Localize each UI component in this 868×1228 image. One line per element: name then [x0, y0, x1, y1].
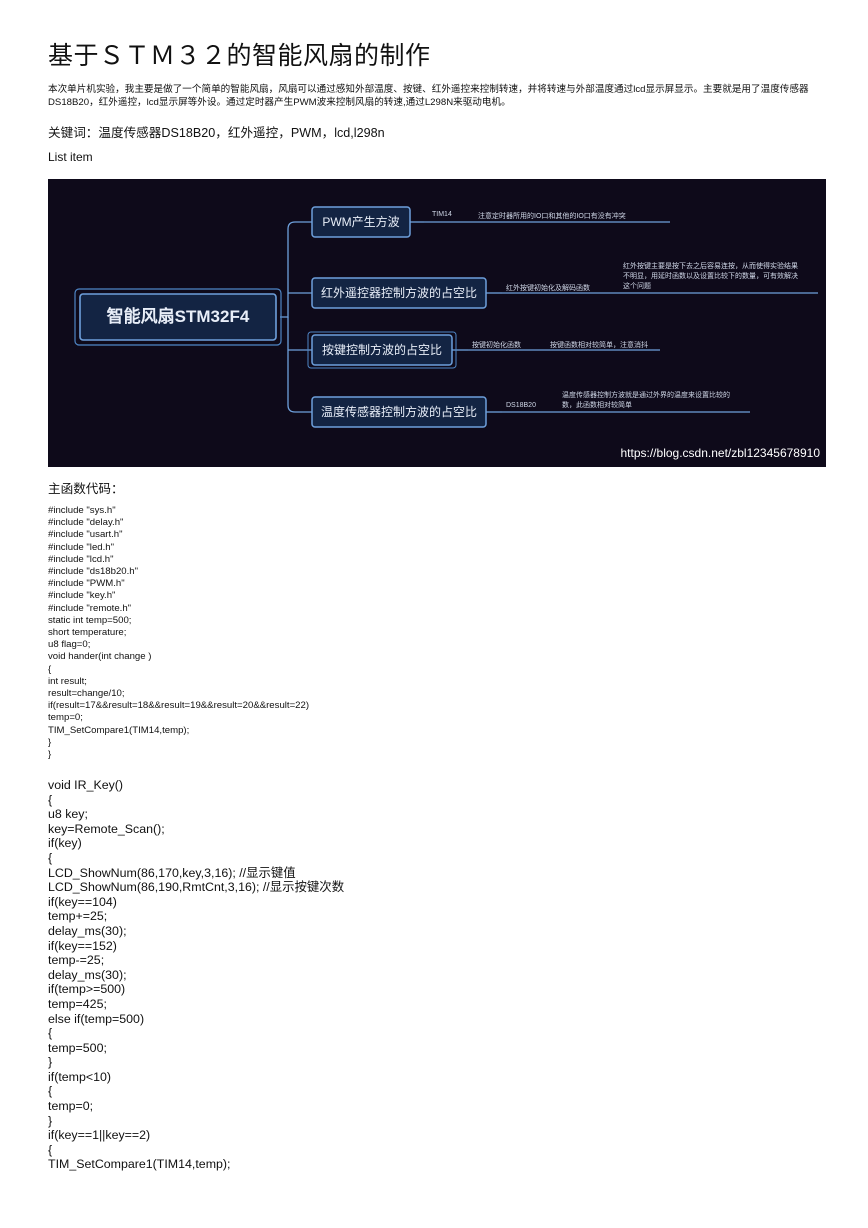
code-line: TIM_SetCompare1(TIM14,temp); — [48, 1157, 231, 1172]
code-line: short temperature; — [48, 627, 127, 639]
code-line: { — [48, 1084, 53, 1099]
code-line: { — [48, 850, 53, 865]
code-line: temp+=25; — [48, 909, 108, 924]
mindmap-sub-ds18b20: DS18B20 — [506, 402, 536, 409]
code-line: temp=500; — [48, 1040, 107, 1055]
mindmap-sub-ir: 红外按键初始化及解码函数 — [506, 285, 590, 292]
mindmap-note-temp: 温度传感器控制方波就是通过外界的温度来设置比较的 数，此函数相对较简单 — [562, 392, 730, 409]
mindmap-sub-tim14: TIM14 — [432, 211, 452, 218]
code-line: int result; — [48, 675, 87, 687]
code-line: LCD_ShowNum(86,170,key,3,16); //显示键值 — [48, 865, 296, 880]
code-line: LCD_ShowNum(86,190,RmtCnt,3,16); //显示按键次… — [48, 880, 345, 895]
code-line: } — [48, 749, 52, 761]
code-line: #include "sys.h" — [48, 505, 116, 516]
mindmap-node-ir: 红外遥控器控制方波的占空比 — [320, 286, 477, 300]
code-line: if(temp<10) — [48, 1069, 112, 1084]
mindmap-sub-key: 按键初始化函数 — [472, 342, 521, 349]
code-line: #include "usart.h" — [48, 529, 123, 541]
code-line: #include "key.h" — [48, 590, 116, 602]
code-line: delay_ms(30); — [48, 967, 127, 982]
code-line: if(result=17&&result=18&&result=19&&resu… — [48, 700, 310, 712]
code-line: { — [48, 1026, 53, 1041]
code-line: } — [48, 736, 52, 748]
mindmap-note-pwm: 注意定时器所用的IO口和其他的IO口有没有冲突 — [478, 213, 626, 220]
code-line: { — [48, 792, 53, 807]
code-line: if(key==152) — [48, 938, 117, 953]
code-line: #include "remote.h" — [48, 602, 132, 614]
watermark: https://blog.csdn.net/zbl12345678910 — [620, 446, 821, 460]
code-line: #include "PWM.h" — [48, 578, 125, 590]
code-line: void hander(int change ) — [48, 651, 152, 663]
keywords-line: 关键词：温度传感器DS18B20，红外遥控，PWM，lcd,l298n — [48, 126, 385, 140]
code-line: else if(temp=500) — [48, 1011, 145, 1026]
code-line: { — [48, 1142, 53, 1157]
code-block-includes: #include "sys.h"#include "delay.h"#inclu… — [48, 505, 309, 761]
mindmap-note-ir: 红外按键主要是按下去之后容易连按，从而使得实验结果 不明显，用延时函数以及设置比… — [623, 263, 798, 290]
code-line: TIM_SetCompare1(TIM14,temp); — [48, 724, 190, 736]
mindmap-image: 智能风扇STM32F4 PWM产生方波 TIM14 注意定时器所用的IO口和其他… — [48, 179, 826, 467]
code-line: temp-=25; — [48, 953, 105, 968]
abstract-paragraph: 本次单片机实验，我主要是做了一个简单的智能风扇，风扇可以通过感知外部温度、按键、… — [48, 84, 809, 108]
code-line: if(temp>=500) — [48, 982, 126, 997]
code-line: temp=0; — [48, 712, 83, 724]
code-line: u8 flag=0; — [48, 639, 91, 651]
code-line: void IR_Key() — [48, 778, 124, 792]
code-line: #include "led.h" — [48, 541, 115, 553]
code-line: key=Remote_Scan(); — [48, 821, 165, 836]
mindmap-node-pwm: PWM产生方波 — [322, 215, 400, 229]
code-line: delay_ms(30); — [48, 923, 127, 938]
code-line: temp=0; — [48, 1099, 94, 1114]
code-line: if(key) — [48, 836, 82, 851]
code-line: #include "delay.h" — [48, 517, 124, 529]
code-line: { — [48, 663, 52, 675]
code-line: static int temp=500; — [48, 614, 132, 626]
code-line: } — [48, 1113, 53, 1128]
mindmap-node-key: 按键控制方波的占空比 — [321, 343, 442, 357]
code-line: if(key==104) — [48, 894, 117, 909]
mindmap-root-node: 智能风扇STM32F4 — [106, 307, 250, 326]
code-line: u8 key; — [48, 807, 88, 822]
main-code-label: 主函数代码： — [48, 482, 124, 496]
code-block-ir-key: void IR_Key(){u8 key;key=Remote_Scan();i… — [48, 778, 344, 1172]
code-line: temp=425; — [48, 996, 107, 1011]
code-line: if(key==1||key==2) — [48, 1128, 151, 1143]
code-line: } — [48, 1055, 53, 1070]
code-line: result=change/10; — [48, 688, 125, 700]
list-item: List item — [48, 150, 93, 164]
code-line: #include "lcd.h" — [48, 553, 114, 565]
code-line: #include "ds18b20.h" — [48, 566, 139, 578]
mindmap-note-key: 按键函数相对较简单，注意消抖 — [550, 342, 648, 349]
mindmap-node-temp: 温度传感器控制方波的占空比 — [320, 405, 477, 419]
page-title: 基于ＳＴＭ３２的智能风扇的制作 — [48, 42, 431, 70]
